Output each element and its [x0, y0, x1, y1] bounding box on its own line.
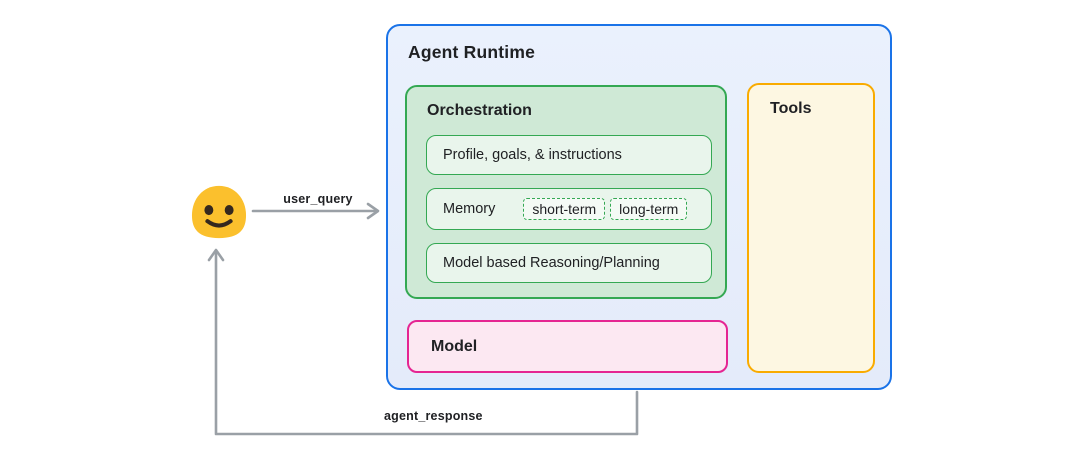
memory-chip-short-term: short-term: [523, 198, 606, 220]
orchestration-item-memory: Memory short-term long-term: [426, 188, 712, 230]
user-query-label: user_query: [283, 192, 353, 206]
tools-box: Tools: [747, 83, 875, 373]
orchestration-box: Orchestration Profile, goals, & instruct…: [405, 85, 727, 299]
orchestration-item-memory-label: Memory: [443, 201, 496, 217]
orchestration-item-reasoning-label: Model based Reasoning/Planning: [443, 255, 660, 271]
orchestration-title: Orchestration: [427, 102, 532, 119]
user-query-arrow: [251, 202, 380, 220]
memory-chip-long-term: long-term: [610, 198, 688, 220]
orchestration-item-profile: Profile, goals, & instructions: [426, 135, 712, 175]
orchestration-item-reasoning: Model based Reasoning/Planning: [426, 243, 712, 283]
model-box: Model: [407, 320, 728, 373]
agent-runtime-title: Agent Runtime: [408, 42, 536, 62]
orchestration-item-profile-label: Profile, goals, & instructions: [443, 147, 622, 163]
agent-response-label: agent_response: [384, 409, 483, 423]
agent-runtime-box: Agent Runtime Orchestration Profile, goa…: [386, 24, 892, 390]
tools-label: Tools: [770, 100, 812, 117]
smiley-blob-icon: [191, 185, 247, 239]
model-label: Model: [431, 337, 478, 355]
